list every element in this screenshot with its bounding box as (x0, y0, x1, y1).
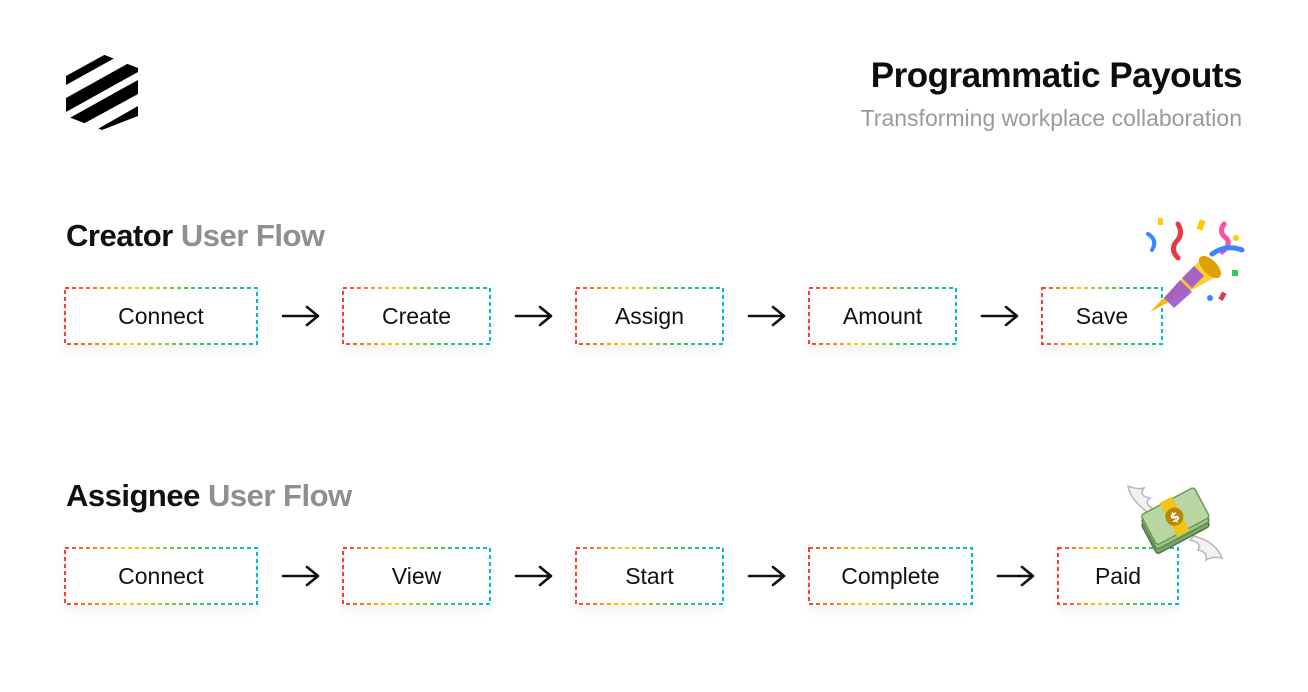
party-popper-icon (1140, 214, 1246, 320)
arrow-right-icon (747, 304, 787, 328)
assignee-step-view: View (342, 547, 491, 605)
arrow-right-icon (281, 304, 321, 328)
creator-flow-heading: Creator User Flow (66, 218, 325, 254)
assignee-step-paid: Paid (1057, 547, 1179, 605)
arrow-right-icon (980, 304, 1020, 328)
creator-flow-label: Creator (66, 218, 173, 253)
assignee-flow-heading: Assignee User Flow (66, 478, 352, 514)
assignee-flow-sublabel: User Flow (207, 478, 352, 513)
arrow-right-icon (281, 564, 321, 588)
assignee-step-connect: Connect (64, 547, 258, 605)
assignee-step-start: Start (575, 547, 724, 605)
creator-step-amount: Amount (808, 287, 957, 345)
money-with-wings-icon: $ (1124, 478, 1228, 574)
assignee-step-complete: Complete (808, 547, 973, 605)
page-title: Programmatic Payouts (870, 56, 1243, 95)
header: Programmatic Payouts Transforming workpl… (860, 56, 1243, 132)
arrow-right-icon (514, 304, 554, 328)
brand-logo (66, 54, 138, 130)
creator-flow-sublabel: User Flow (180, 218, 325, 253)
creator-step-connect: Connect (64, 287, 258, 345)
arrow-right-icon (996, 564, 1036, 588)
assignee-flow-label: Assignee (66, 478, 200, 513)
arrow-right-icon (747, 564, 787, 588)
arrow-right-icon (514, 564, 554, 588)
creator-step-create: Create (342, 287, 491, 345)
creator-step-assign: Assign (575, 287, 724, 345)
page-subtitle: Transforming workplace collaboration (860, 105, 1242, 131)
